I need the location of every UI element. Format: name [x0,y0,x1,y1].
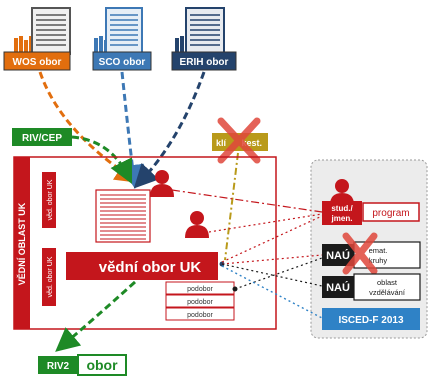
wos-source: WOS obor [3,7,71,71]
sco-source: SCO obor [92,7,152,71]
oblast-line2: vzdělávání [369,288,406,297]
podobor-row-2 [165,294,235,308]
program-label: program [372,208,409,219]
link-main-nau-tem [221,254,323,265]
podobor-label-3: podobor [187,312,213,319]
main-label-box [66,252,218,280]
nau-label-1: NAÚ [326,249,350,262]
nau-label-2: NAÚ [326,281,350,294]
stud-line1: stud./ [331,204,353,213]
riv2-prefix-box [38,356,78,374]
person-icon [185,211,209,238]
nau-box-1 [322,244,354,266]
link-main-isced [221,265,323,319]
tem-line1: emat. [369,246,388,255]
oblast-box [353,273,421,301]
isced-label: ISCED-F 2013 [338,315,403,326]
riv2-prefix: RIV2 [47,361,70,372]
wos-label: WOS obor [13,57,62,68]
nau-box-2 [322,276,354,298]
side-title-bar [14,157,30,329]
isced-box [322,308,420,330]
tem-cross-icon [342,232,378,275]
vertical-label-1: věd. obor UK [47,179,54,220]
vertical-box-1 [42,172,56,228]
wos-books-icon [14,36,33,52]
riv-cep-label: RIV/CEP [22,133,62,144]
erih-label: ERIH obor [180,57,229,68]
link-podobor-nau [234,257,323,290]
stud-line2: jmen. [331,214,353,223]
vertical-label-2: věd. obor UK [47,256,54,297]
link-main-program [221,215,323,263]
sco-label: SCO obor [99,57,146,68]
wos-label-box [3,51,71,71]
link-stud-program [171,189,323,213]
person-icon [150,170,174,197]
klic-cross-icon [217,117,261,164]
tem-line2: kruhy [369,256,388,265]
erih-arrow [133,71,206,189]
main-label: vědní obor UK [99,259,202,276]
podobor-label-1: podobor [187,286,213,293]
stud-box [322,201,362,225]
rules-document [95,189,151,243]
link-person-program [208,213,323,233]
side-title: VĚDNÍ OBLAST UK [16,202,27,285]
klic-prefix: klí [216,138,227,148]
vertical-box-2 [42,248,56,306]
klic-link-line [224,152,239,261]
sco-label-box [92,51,152,71]
oblast-line1: oblast [377,278,398,287]
podobor-label-2: podobor [187,299,213,306]
riv2-arrow [55,280,137,352]
link-main-nau-oblast [221,263,323,287]
erih-label-box [171,51,237,71]
riv-cep-arrow [71,135,133,185]
klic-suffix: kest. [241,138,262,148]
program-box [362,202,420,222]
podobor-row-3 [165,307,235,321]
sco-arrow [120,71,145,189]
wos-arrow [38,71,140,183]
erih-source: ERIH obor [171,7,237,71]
riv-cep-box [12,128,72,146]
riv2-label: obor [86,357,118,373]
riv2-label-box [77,354,127,376]
